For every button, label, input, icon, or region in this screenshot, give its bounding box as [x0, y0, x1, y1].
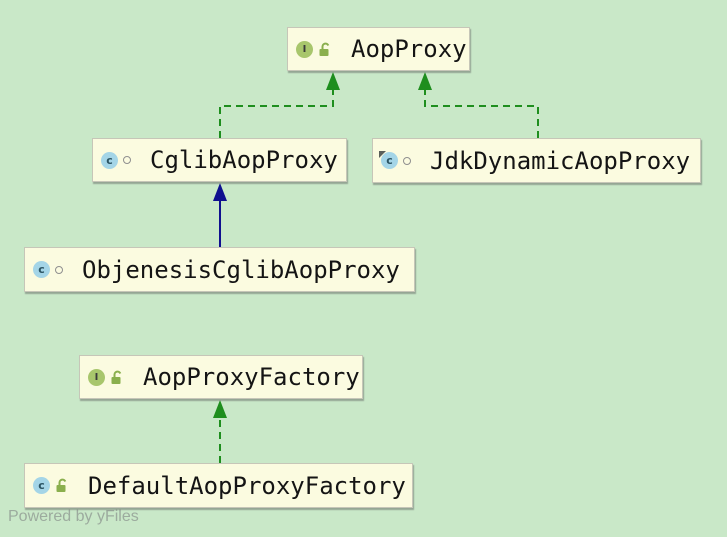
- node-label: ObjenesisCglibAopProxy: [82, 255, 400, 284]
- edge-jdkdynamicaopproxy-implements-aopproxy[interactable]: [418, 72, 539, 138]
- public-lock-icon: [55, 478, 69, 493]
- node-label: AopProxyFactory: [143, 363, 360, 391]
- node-aopproxyfactory[interactable]: I AopProxyFactory: [79, 355, 363, 399]
- public-lock-icon: [318, 42, 332, 57]
- arrowhead-triangle: [326, 72, 340, 90]
- class-icon-letter: c: [386, 154, 393, 167]
- final-modifier-marker: [379, 151, 386, 158]
- node-jdkdynamicaopproxy[interactable]: c JdkDynamicAopProxy: [372, 138, 701, 183]
- node-label: AopProxy: [351, 35, 467, 63]
- interface-icon: I: [88, 368, 105, 386]
- edge-cglibaopproxy-implements-aopproxy[interactable]: [219, 72, 340, 138]
- public-lock-icon: [110, 370, 124, 385]
- arrowhead-triangle: [213, 400, 227, 418]
- class-icon-letter: c: [38, 479, 45, 492]
- class-icon-letter: c: [38, 263, 45, 276]
- class-icon: c: [33, 477, 50, 494]
- node-cglibaopproxy[interactable]: c CglibAopProxy: [92, 138, 347, 182]
- interface-icon: I: [296, 40, 313, 58]
- package-private-icon: [123, 156, 131, 164]
- arrowhead-triangle: [213, 183, 227, 201]
- yfiles-watermark: Powered by yFiles: [8, 508, 139, 525]
- interface-icon-letter: I: [94, 371, 99, 383]
- edge-objenesiscglibaopproxy-extends-cglibaopproxy[interactable]: [213, 183, 227, 247]
- node-aopproxy[interactable]: I AopProxy: [287, 27, 470, 71]
- node-defaultaopproxyfactory[interactable]: c DefaultAopProxyFactory: [24, 463, 413, 508]
- arrowhead-triangle: [418, 72, 432, 90]
- interface-icon-letter: I: [302, 43, 307, 55]
- class-icon: c: [33, 261, 50, 278]
- class-icon: c: [101, 151, 118, 169]
- node-objenesiscglibaopproxy[interactable]: c ObjenesisCglibAopProxy: [24, 247, 415, 292]
- final-class-icon: c: [379, 151, 398, 169]
- node-label: CglibAopProxy: [150, 146, 338, 174]
- edge-defaultaopproxyfactory-implements-aopproxyfactory[interactable]: [213, 400, 227, 463]
- node-label: DefaultAopProxyFactory: [88, 471, 406, 500]
- class-icon-letter: c: [106, 153, 113, 167]
- package-private-icon: [55, 265, 63, 274]
- node-label: JdkDynamicAopProxy: [430, 146, 691, 175]
- package-private-icon: [403, 156, 411, 165]
